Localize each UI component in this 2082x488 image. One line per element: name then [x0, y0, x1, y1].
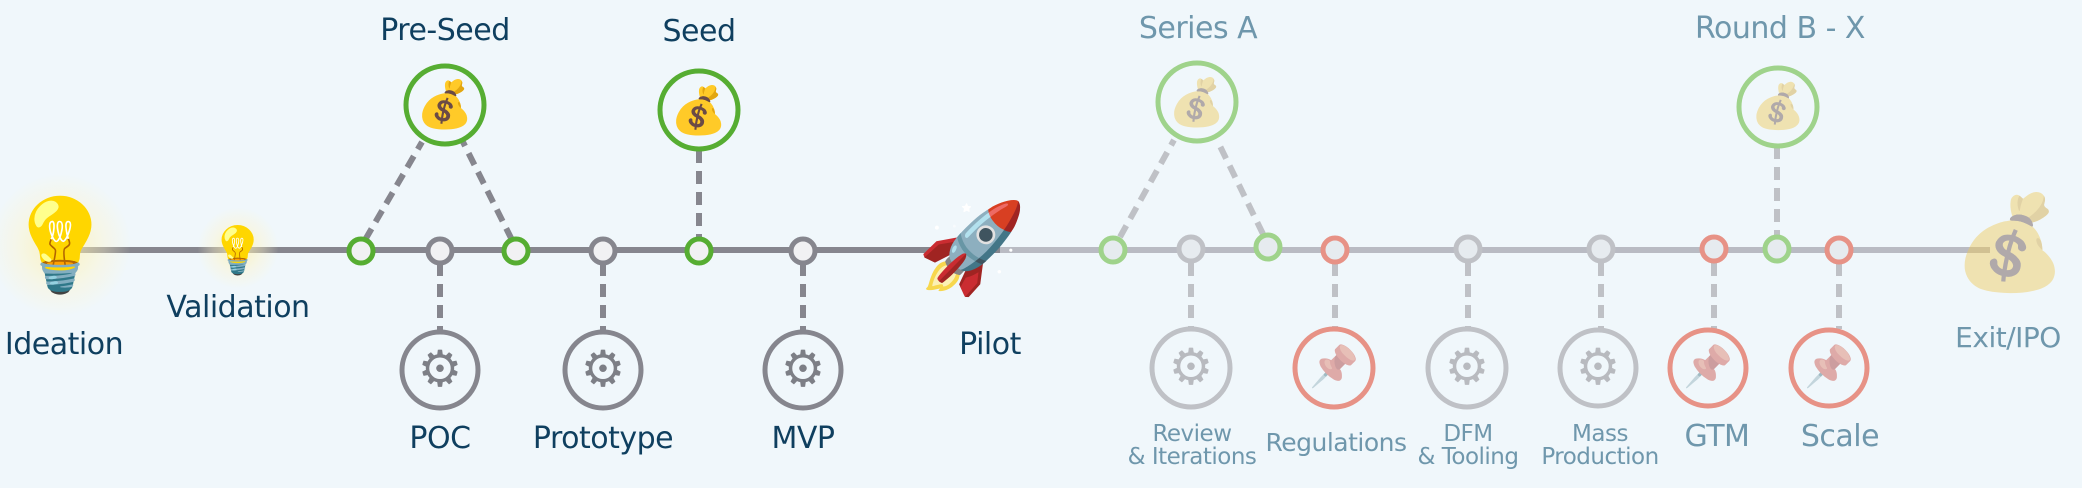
- timeline-node-round-b[interactable]: [1762, 234, 1792, 264]
- timeline-node-mvp[interactable]: [788, 236, 818, 266]
- milestone-label-poc: POC: [409, 421, 471, 456]
- stage-label-exit-ipo: Exit/IPO: [1955, 321, 2061, 354]
- milestone-ring-scale[interactable]: [1788, 327, 1870, 409]
- funding-label-pre-seed: Pre-Seed: [380, 13, 510, 48]
- milestone-ring-gtm[interactable]: [1667, 327, 1749, 409]
- milestone-label-mvp: MVP: [771, 421, 836, 456]
- connector-series-a-start: [1117, 138, 1177, 239]
- money-bag-icon: 💰: [1952, 189, 2068, 296]
- timeline-node-gtm[interactable]: [1699, 234, 1729, 264]
- milestone-label-line: & Iterations: [1127, 444, 1257, 470]
- gear-icon: ⚙: [417, 340, 463, 398]
- validation-glow: [198, 208, 278, 288]
- funding-label-series-a: Series A: [1138, 11, 1258, 46]
- rocket-icon: 🚀: [917, 196, 1027, 299]
- gear-icon: ⚙: [1444, 338, 1490, 396]
- funding-ring-pre-seed[interactable]: [403, 63, 487, 147]
- light-bulb-icon: 💡: [209, 223, 267, 277]
- money-bag-icon: 💰: [1750, 81, 1806, 132]
- timeline-node-dfm[interactable]: [1453, 234, 1483, 264]
- pushpin-icon: 📌: [1804, 344, 1854, 390]
- timeline-node-pre-seed-start[interactable]: [346, 236, 376, 266]
- milestone-ring-review[interactable]: [1149, 326, 1233, 410]
- funding-label-round-b-x: Round B - X: [1695, 11, 1866, 46]
- milestone-label-dfm: DFM & Tooling: [1417, 421, 1520, 470]
- milestone-label-review: Review & Iterations: [1128, 423, 1257, 469]
- connector-pre-seed-start: [362, 140, 425, 242]
- gear-icon: ⚙: [1168, 338, 1214, 396]
- milestone-label-line: Review: [1152, 421, 1232, 447]
- gear-icon: ⚙: [1575, 338, 1621, 396]
- timeline-node-scale[interactable]: [1824, 235, 1854, 265]
- milestone-ring-prototype[interactable]: [562, 329, 644, 411]
- stage-label-validation: Validation: [166, 290, 310, 325]
- milestone-label-line: Production: [1541, 444, 1659, 470]
- milestone-label-line: & Tooling: [1417, 444, 1520, 470]
- timeline-node-prototype[interactable]: [588, 236, 618, 266]
- gear-icon: ⚙: [580, 340, 626, 398]
- funding-label-seed: Seed: [662, 14, 737, 49]
- funding-ring-round-b[interactable]: [1736, 65, 1820, 149]
- funding-ring-seed[interactable]: [657, 68, 741, 152]
- timeline-node-seed[interactable]: [684, 236, 714, 266]
- milestone-label-regulations: Regulations: [1265, 428, 1407, 457]
- gear-icon: ⚙: [780, 340, 826, 398]
- money-bag-icon: 💰: [416, 77, 474, 131]
- pushpin-icon: 📌: [1683, 344, 1733, 390]
- milestone-label-prototype: Prototype: [532, 421, 674, 456]
- milestone-label-line: DFM: [1443, 421, 1493, 447]
- ideation-glow: [0, 175, 130, 315]
- money-bag-icon: 💰: [670, 83, 728, 137]
- milestone-ring-mass-production[interactable]: [1557, 327, 1639, 409]
- connector-series-a-end: [1214, 138, 1266, 236]
- money-bag-icon: 💰: [1168, 75, 1226, 129]
- timeline-node-series-a-end[interactable]: [1253, 232, 1283, 262]
- milestone-label-mass-production: Mass Production: [1541, 421, 1659, 470]
- timeline-node-mass-production[interactable]: [1586, 234, 1616, 264]
- timeline-node-review[interactable]: [1176, 234, 1206, 264]
- milestone-ring-dfm[interactable]: [1425, 326, 1509, 410]
- timeline-node-pre-seed-end[interactable]: [501, 236, 531, 266]
- milestone-ring-mvp[interactable]: [762, 329, 844, 411]
- timeline-node-series-a-start[interactable]: [1098, 235, 1128, 265]
- stage-label-ideation: Ideation: [4, 327, 124, 362]
- timeline-node-poc[interactable]: [425, 236, 455, 266]
- light-bulb-icon: 💡: [3, 193, 117, 298]
- milestone-ring-poc[interactable]: [399, 329, 481, 411]
- connector-pre-seed-end: [460, 140, 515, 242]
- pushpin-icon: 📌: [1309, 344, 1359, 390]
- milestone-label-scale: Scale: [1800, 419, 1880, 454]
- timeline-node-regulations[interactable]: [1320, 235, 1350, 265]
- milestone-ring-regulations[interactable]: [1292, 326, 1376, 410]
- funding-ring-series-a[interactable]: [1155, 60, 1239, 144]
- stage-label-pilot: Pilot: [959, 327, 1021, 362]
- milestone-label-line: Mass: [1572, 421, 1628, 447]
- milestone-label-gtm: GTM: [1684, 419, 1750, 454]
